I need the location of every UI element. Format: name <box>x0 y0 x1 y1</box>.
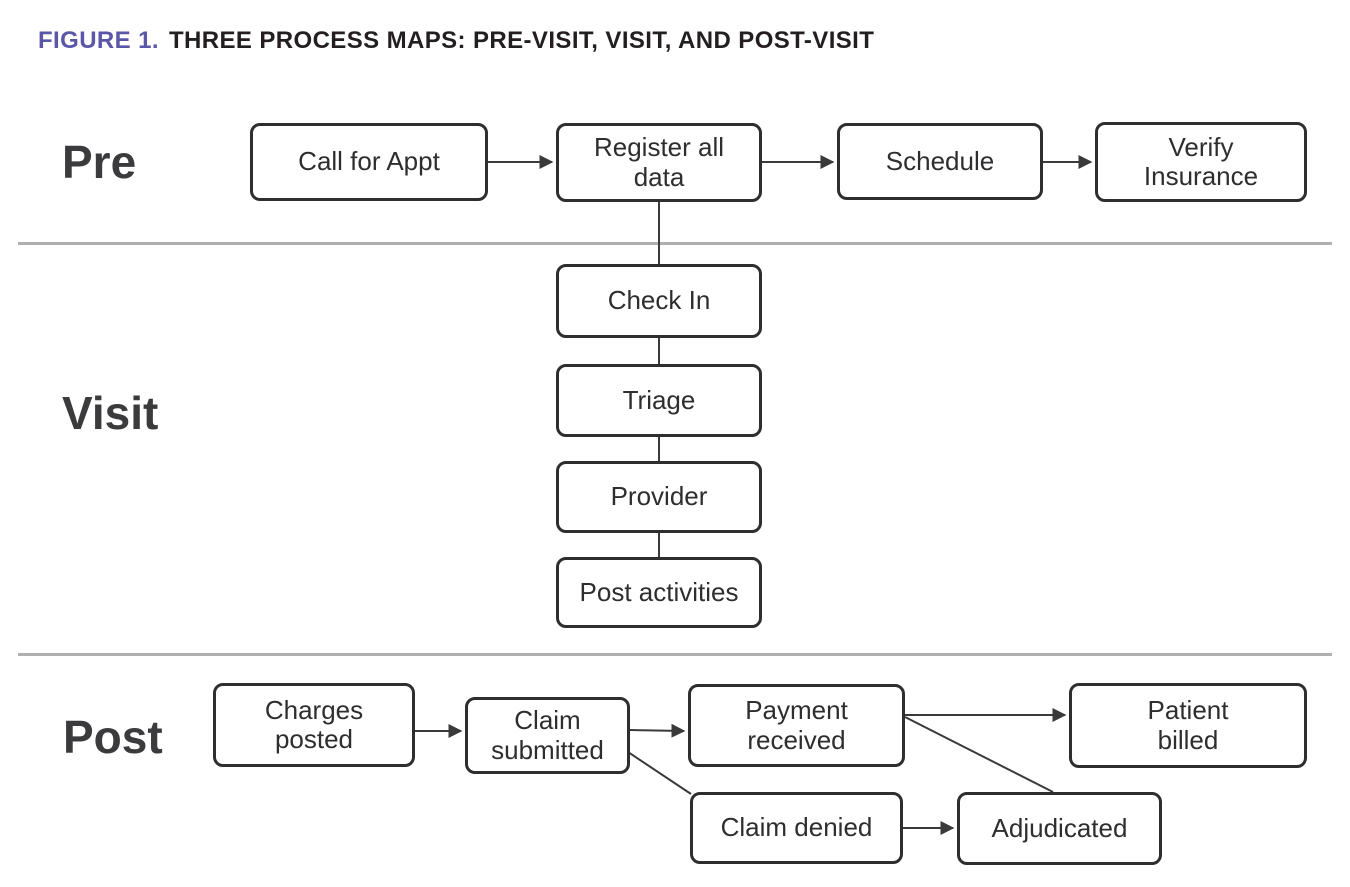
section-label-visit: Visit <box>62 387 159 439</box>
figure-title-text: THREE PROCESS MAPS: PRE-VISIT, VISIT, AN… <box>168 27 875 54</box>
node-schedule: Schedule <box>837 123 1043 200</box>
edge-claim-submitted-to-payment-received <box>629 723 686 738</box>
node-charges-posted: Charges posted <box>213 683 415 767</box>
section-label-pre: Pre <box>62 136 137 188</box>
node-claim-denied: Claim denied <box>690 792 903 864</box>
visit-post-divider <box>18 653 1332 656</box>
node-register-all-data: Register all data <box>556 123 762 202</box>
pre-visit-divider <box>18 242 1332 245</box>
node-claim-submitted: Claim submitted <box>465 697 630 774</box>
figure-title: FIGURE 1. THREE PROCESS MAPS: PRE-VISIT, … <box>38 27 874 55</box>
node-payment-received: Payment received <box>688 684 905 767</box>
node-verify-insurance: Verify Insurance <box>1095 122 1307 202</box>
figure-number-label: FIGURE 1. <box>38 27 159 54</box>
edge-adjudicated-to-payment-received <box>904 716 1054 793</box>
section-label-post: Post <box>63 711 163 763</box>
node-triage: Triage <box>556 364 762 437</box>
edge-claim-submitted-to-claim-denied <box>627 751 692 795</box>
node-provider: Provider <box>556 461 762 533</box>
node-call-for-appt: Call for Appt <box>250 123 488 201</box>
node-post-activities: Post activities <box>556 557 762 628</box>
node-adjudicated: Adjudicated <box>957 792 1162 865</box>
node-check-in: Check In <box>556 264 762 338</box>
node-patient-billed: Patient billed <box>1069 683 1307 768</box>
